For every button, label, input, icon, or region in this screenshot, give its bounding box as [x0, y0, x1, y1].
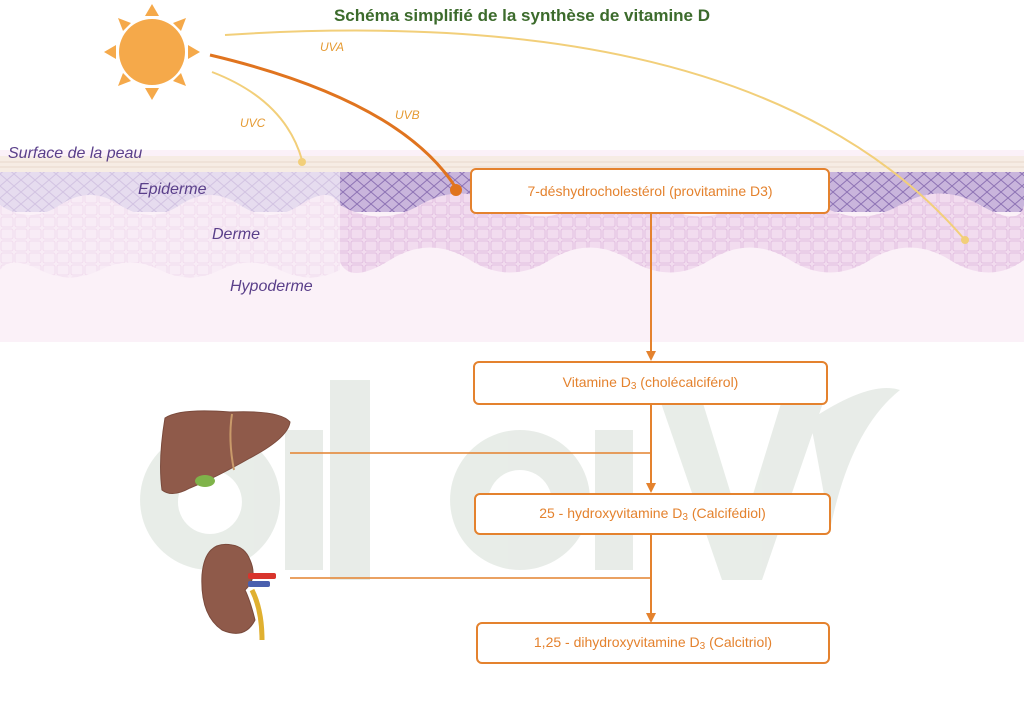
step-provitamin-d3: 7-déshydrocholestérol (provitamine D3) — [470, 168, 830, 214]
label-dermis: Derme — [212, 226, 261, 243]
diagram-title: Schéma simplifié de la synthèse de vitam… — [333, 6, 711, 25]
uvb-ray-end — [450, 184, 462, 196]
step-calcitriol: 1,25 - dihydroxyvitamine D3 (Calcitriol) — [476, 622, 830, 664]
step-provitamin-d3-text: 7-déshydrocholestérol (provitamine D3) — [527, 183, 773, 199]
kidney-icon — [201, 543, 276, 641]
uvc-ray — [211, 71, 303, 161]
uvb-ray — [209, 53, 458, 189]
step-calcifediol-text: 25 - hydroxyvitamine D3 (Calcifédiol) — [539, 505, 766, 523]
step-cholecalciferol: Vitamine D3 (cholécalciférol) — [473, 361, 828, 405]
uva-ray-end — [961, 236, 969, 244]
label-uvc: UVC — [240, 116, 266, 130]
label-uva: UVA — [320, 40, 345, 54]
step-calcitriol-text: 1,25 - dihydroxyvitamine D3 (Calcitriol) — [533, 634, 773, 652]
watermark-logo — [140, 380, 900, 580]
label-epidermis: Epiderme — [138, 181, 207, 198]
uvc-ray-end — [298, 158, 306, 166]
step-cholecalciferol-text: Vitamine D3 (cholécalciférol) — [562, 374, 739, 392]
liver-icon — [160, 410, 291, 494]
label-skin-surface: Surface de la peau — [8, 145, 143, 162]
step-calcifediol: 25 - hydroxyvitamine D3 (Calcifédiol) — [474, 493, 831, 535]
label-hypodermis: Hypoderme — [230, 278, 313, 295]
uva-ray — [224, 29, 966, 241]
sun-icon — [104, 4, 200, 100]
label-uvb: UVB — [395, 108, 420, 122]
